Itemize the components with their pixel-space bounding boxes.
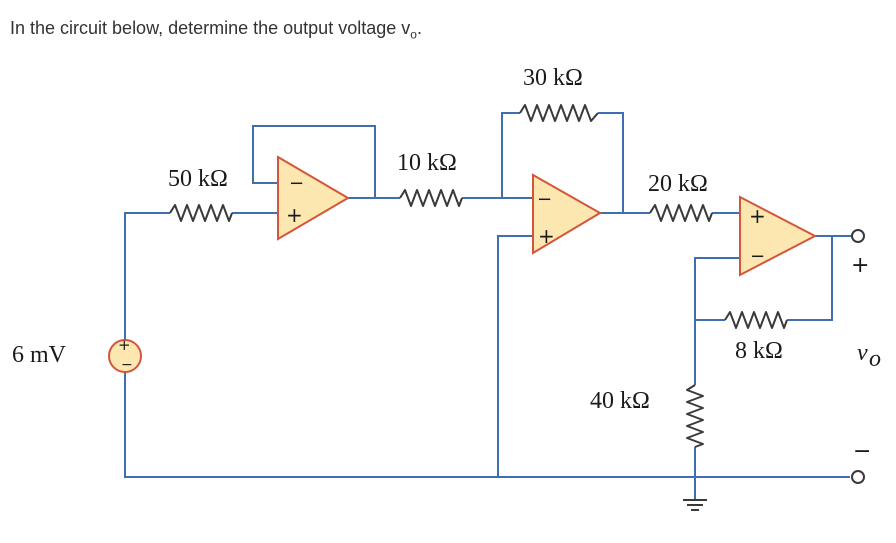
question-text: In the circuit below, determine the outp… xyxy=(10,18,422,42)
svg-text:−: − xyxy=(537,189,552,210)
output-minus-sign: − xyxy=(853,439,871,464)
label-r40: 40 kΩ xyxy=(590,388,650,414)
label-r20: 20 kΩ xyxy=(648,171,708,197)
voltage-source: + − xyxy=(108,336,142,373)
svg-text:−: − xyxy=(289,173,304,194)
svg-text:+: + xyxy=(118,336,131,354)
svg-text:+: + xyxy=(286,203,303,227)
opamp-2: − + xyxy=(532,173,602,255)
svg-text:−: − xyxy=(750,246,765,267)
opamp-1: − + xyxy=(277,155,350,241)
resistor-40k xyxy=(686,384,704,448)
question-main: In the circuit below, determine the outp… xyxy=(10,18,411,38)
opamp-3: + − xyxy=(739,195,818,277)
output-voltage-label: v xyxy=(857,340,868,366)
output-plus-sign: + xyxy=(851,253,869,278)
ground-symbol xyxy=(683,499,707,511)
question-subscript: o xyxy=(410,27,417,42)
label-r30: 30 kΩ xyxy=(523,65,583,91)
svg-text:+: + xyxy=(538,224,555,248)
resistor-8k xyxy=(724,311,788,329)
label-r8: 8 kΩ xyxy=(735,338,783,364)
output-terminal-bottom xyxy=(851,470,865,484)
resistor-30k xyxy=(519,104,599,122)
resistor-20k xyxy=(649,204,713,222)
resistor-50k xyxy=(169,204,233,222)
label-r50: 50 kΩ xyxy=(168,166,228,192)
resistor-10k xyxy=(399,189,463,207)
question-end: . xyxy=(416,18,422,38)
output-terminal-top xyxy=(851,229,865,243)
svg-text:+: + xyxy=(749,204,766,228)
svg-text:−: − xyxy=(121,357,133,373)
wires xyxy=(124,112,852,500)
label-r10: 10 kΩ xyxy=(397,150,457,176)
label-source: 6 mV xyxy=(12,342,67,368)
output-voltage-subscript: o xyxy=(869,346,881,372)
